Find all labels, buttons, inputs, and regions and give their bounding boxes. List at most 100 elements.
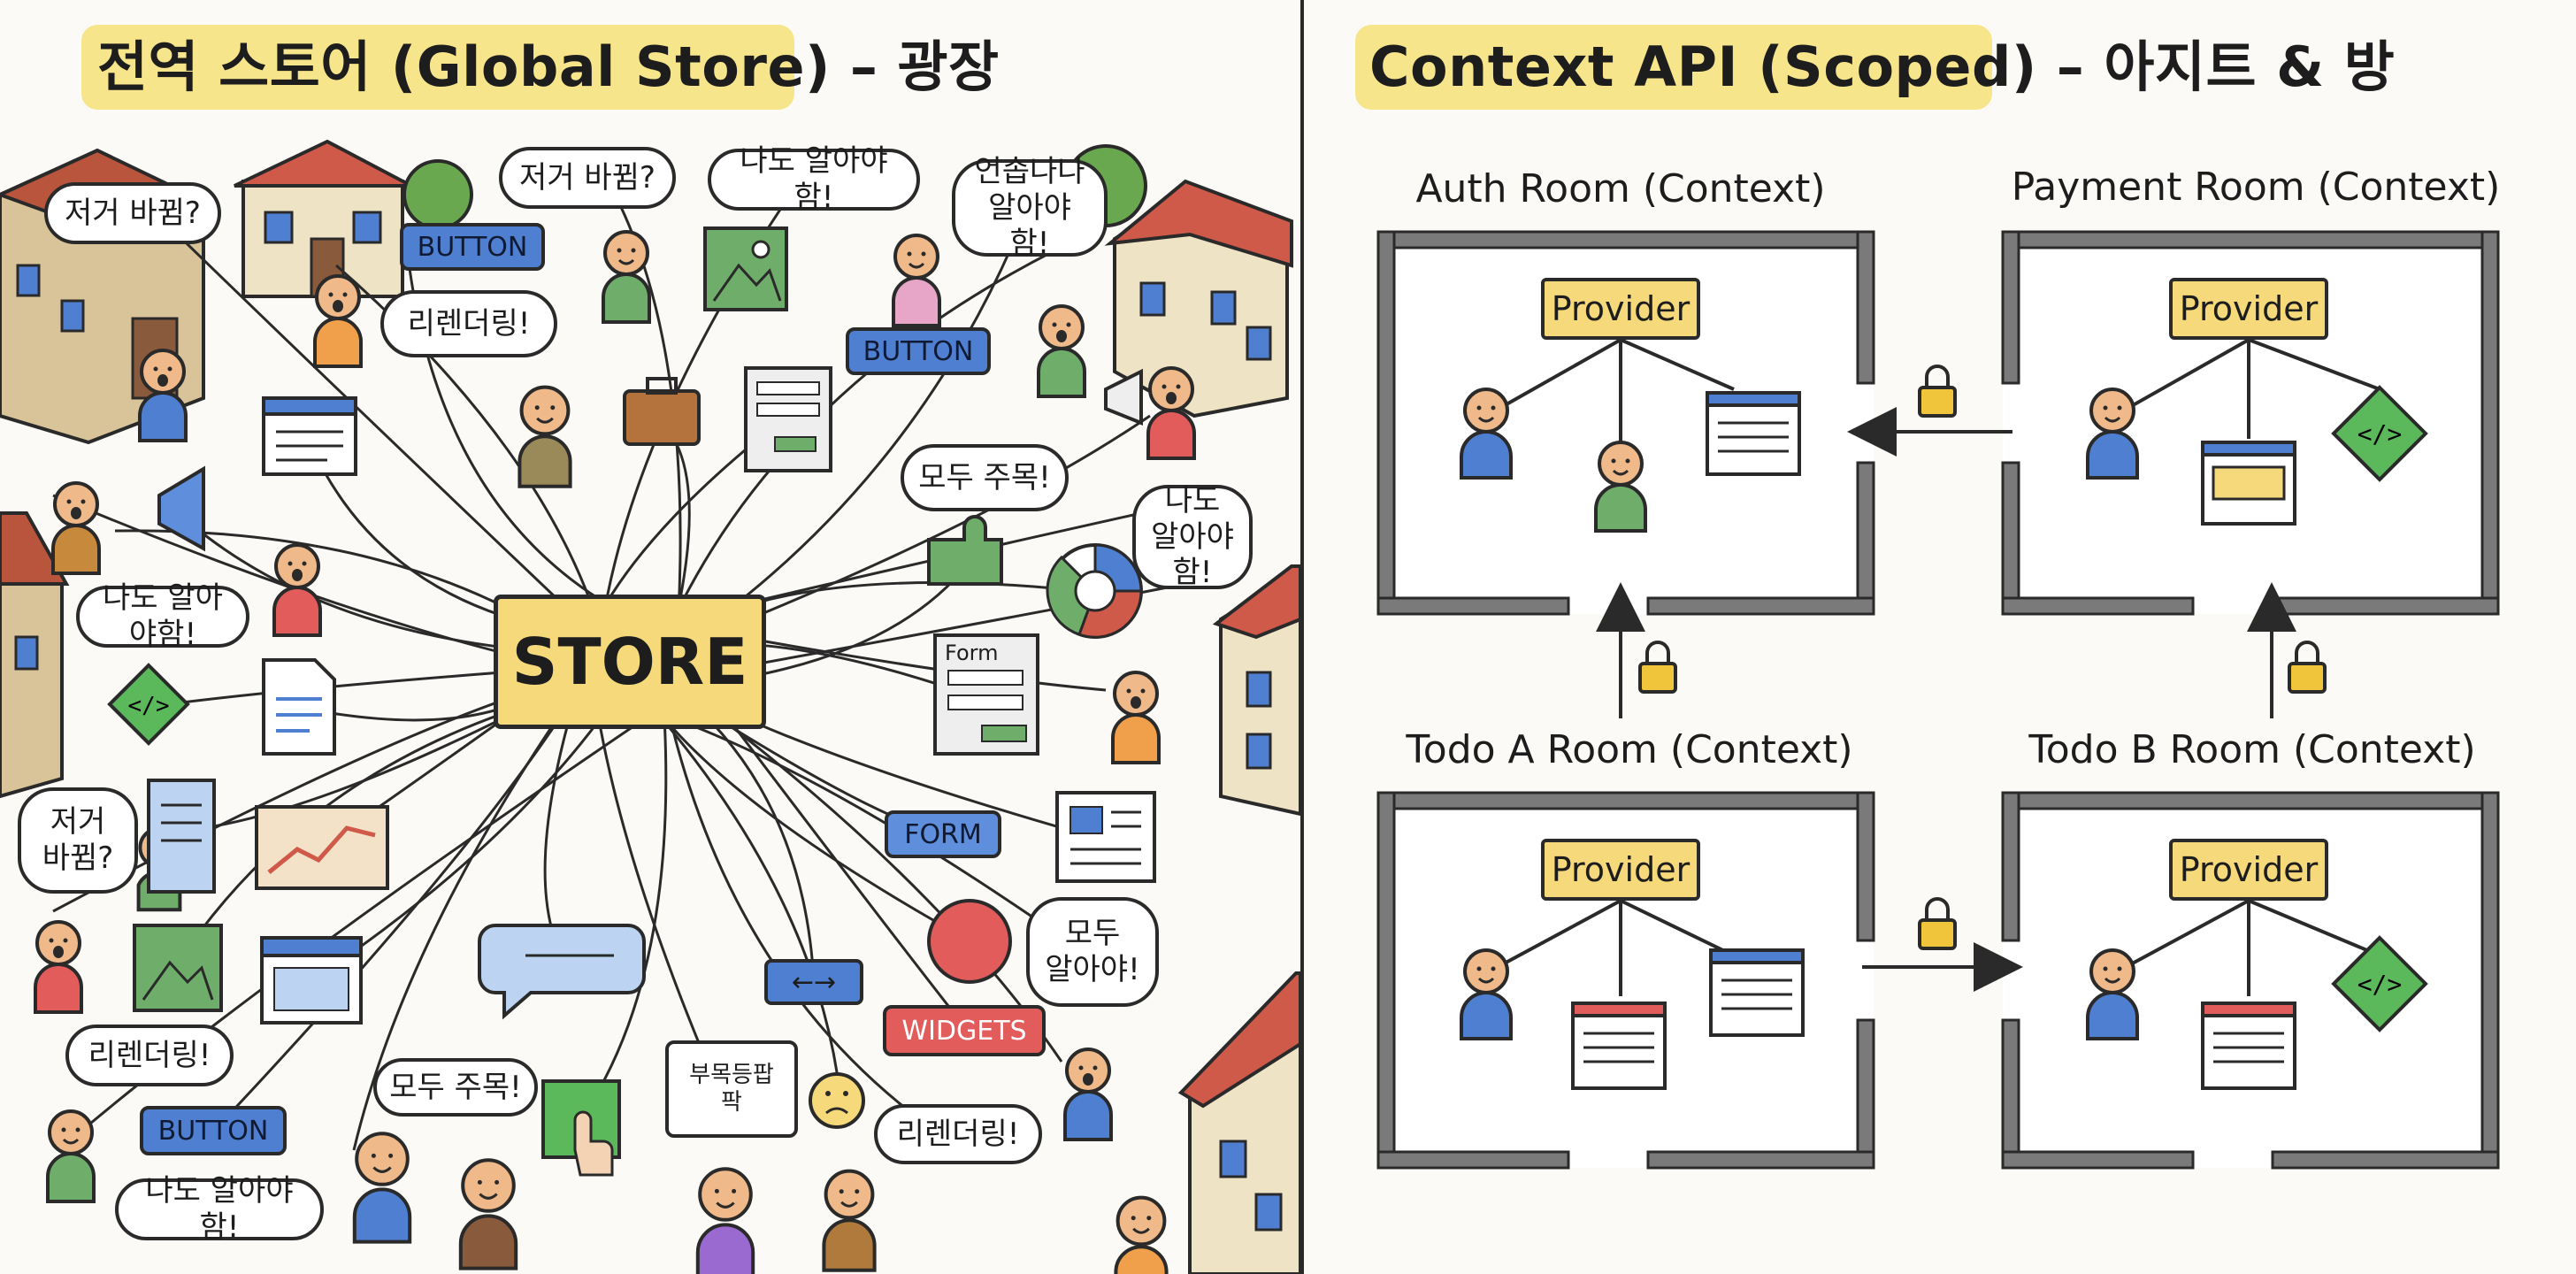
room-window-card: [1706, 391, 1801, 476]
speech-bubble: 저거 바뀜?: [18, 787, 138, 894]
store-box: STORE: [494, 595, 766, 729]
speech-bubble: 리렌더링!: [65, 1025, 234, 1086]
speech-bubble: 저거 바뀜?: [44, 182, 221, 244]
building-top-center: [234, 139, 473, 298]
svg-text:</>: </>: [2358, 419, 2403, 449]
lock-icon: [2288, 641, 2327, 694]
svg-text:←→: ←→: [792, 967, 836, 998]
person-figure: [822, 1169, 877, 1272]
room-label-todo-b: Todo B Room (Context): [2028, 727, 2476, 772]
person-figure: [51, 481, 101, 575]
room-person: [2086, 948, 2139, 1040]
svg-text:</>: </>: [128, 693, 170, 719]
person-figure: [1037, 304, 1086, 398]
right-panel-title: Context API (Scoped) – 아지트 & 방: [1369, 35, 2396, 99]
provider-tree: [2113, 899, 2380, 996]
provider-auth: Provider: [1541, 278, 1700, 340]
speech-bubble: 나도 알아야 함!: [708, 143, 920, 215]
room-window-card: [1709, 948, 1805, 1037]
room-person: [1460, 388, 1513, 480]
person-figure: [1063, 1048, 1113, 1141]
person-figure: [518, 385, 572, 488]
room-label-auth: Auth Room (Context): [1415, 166, 1826, 211]
button-tag-bottom-left: BUTTON: [140, 1106, 287, 1155]
building-bottom-right: [1177, 971, 1302, 1274]
lock-icon: [1918, 365, 1957, 418]
form-widget-right: [933, 633, 1039, 756]
person-figure: [138, 349, 188, 442]
window-widget-2: [260, 936, 363, 1025]
speech-bubble: 나도 알아야함!: [76, 580, 249, 652]
list-card-left: [147, 779, 216, 894]
room-todo-list-card: [2201, 1002, 2296, 1090]
speech-bubble: 언솝나나 알아야 함!: [952, 154, 1108, 261]
briefcase-icon: [623, 377, 701, 446]
left-panel-title: 전역 스토어 (Global Store) – 광장: [97, 35, 1000, 99]
person-figure: [695, 1167, 755, 1274]
news-card-widget: [1055, 791, 1156, 883]
chat-widget: [478, 924, 646, 1020]
provider-payment: Provider: [2169, 278, 2328, 340]
person-figure: [1146, 366, 1196, 460]
room-todo-list-card: [1571, 1002, 1667, 1090]
image-icon-1: [703, 226, 788, 311]
image-icon-2: [133, 924, 223, 1012]
building-top-right: [1064, 144, 1293, 418]
person-figure: [1114, 1195, 1169, 1274]
person-figure: [458, 1158, 518, 1270]
wire: [665, 228, 1098, 634]
wire: [157, 215, 579, 619]
person-figure: [1111, 671, 1161, 764]
room-code-icon: </>: [2331, 385, 2428, 482]
provider-tree: [2113, 338, 2380, 439]
wire: [618, 670, 842, 1098]
person-figure: [313, 274, 363, 368]
provider-tree: [1485, 338, 1735, 442]
svg-text:</>: </>: [2358, 970, 2403, 999]
code-icon-left: </>: [107, 663, 190, 746]
person-figure: [272, 543, 322, 637]
provider-todo-a: Provider: [1541, 839, 1700, 901]
locks-layer: [1638, 365, 2327, 950]
provider-todo-b: Provider: [2169, 839, 2328, 901]
room-person: [1460, 948, 1513, 1040]
speech-bubble: 모두 알아야!: [1026, 897, 1159, 1007]
sad-face-icon: [809, 1072, 865, 1129]
person-figure: [46, 1109, 96, 1203]
person-figure: [602, 230, 651, 324]
person-figure: [892, 234, 941, 327]
right-title-highlight: [1355, 25, 1992, 110]
payment-card-widget: [2201, 441, 2296, 526]
form-tag: FORM: [885, 810, 1001, 858]
speech-bubble: 모두 주목!: [373, 1058, 538, 1117]
speech-bubble: 리렌더링!: [380, 290, 557, 357]
person-figure: [352, 1132, 412, 1244]
puzzle-icon: [927, 515, 1003, 586]
button-tag-top-left: BUTTON: [400, 223, 545, 271]
person-figure: [34, 920, 83, 1014]
megaphone-icon: [157, 368, 1143, 552]
document-icon: [262, 658, 336, 756]
left-title-highlight: [81, 25, 794, 110]
slider-widget: ←→: [764, 959, 863, 1005]
window-widget-1: [262, 396, 357, 476]
line-chart-widget: [255, 805, 389, 890]
form-widget-top: [744, 366, 832, 472]
speech-bubble: 나도 알아야함!: [1132, 483, 1253, 590]
widgets-tag: WIDGETS: [883, 1005, 1046, 1056]
building-left-middle: [0, 511, 70, 799]
provider-tree: [1485, 899, 1735, 996]
building-right-middle: [1212, 564, 1302, 817]
room-code-icon: </>: [2331, 935, 2428, 1032]
green-button-widget: [541, 1079, 621, 1177]
lock-icon: [1638, 641, 1677, 694]
red-circle-widget: [927, 899, 1012, 984]
speech-bubble: 부목등팝팍: [665, 1040, 798, 1138]
speech-bubble: 나도 알아야 함!: [115, 1173, 324, 1245]
room-person: [1594, 441, 1647, 533]
speech-bubble: 모두 주목!: [901, 444, 1069, 511]
lock-icon: [1918, 897, 1957, 950]
speech-bubble: 저거 바뀜?: [499, 147, 676, 209]
speech-bubble: 리렌더링!: [874, 1104, 1042, 1164]
